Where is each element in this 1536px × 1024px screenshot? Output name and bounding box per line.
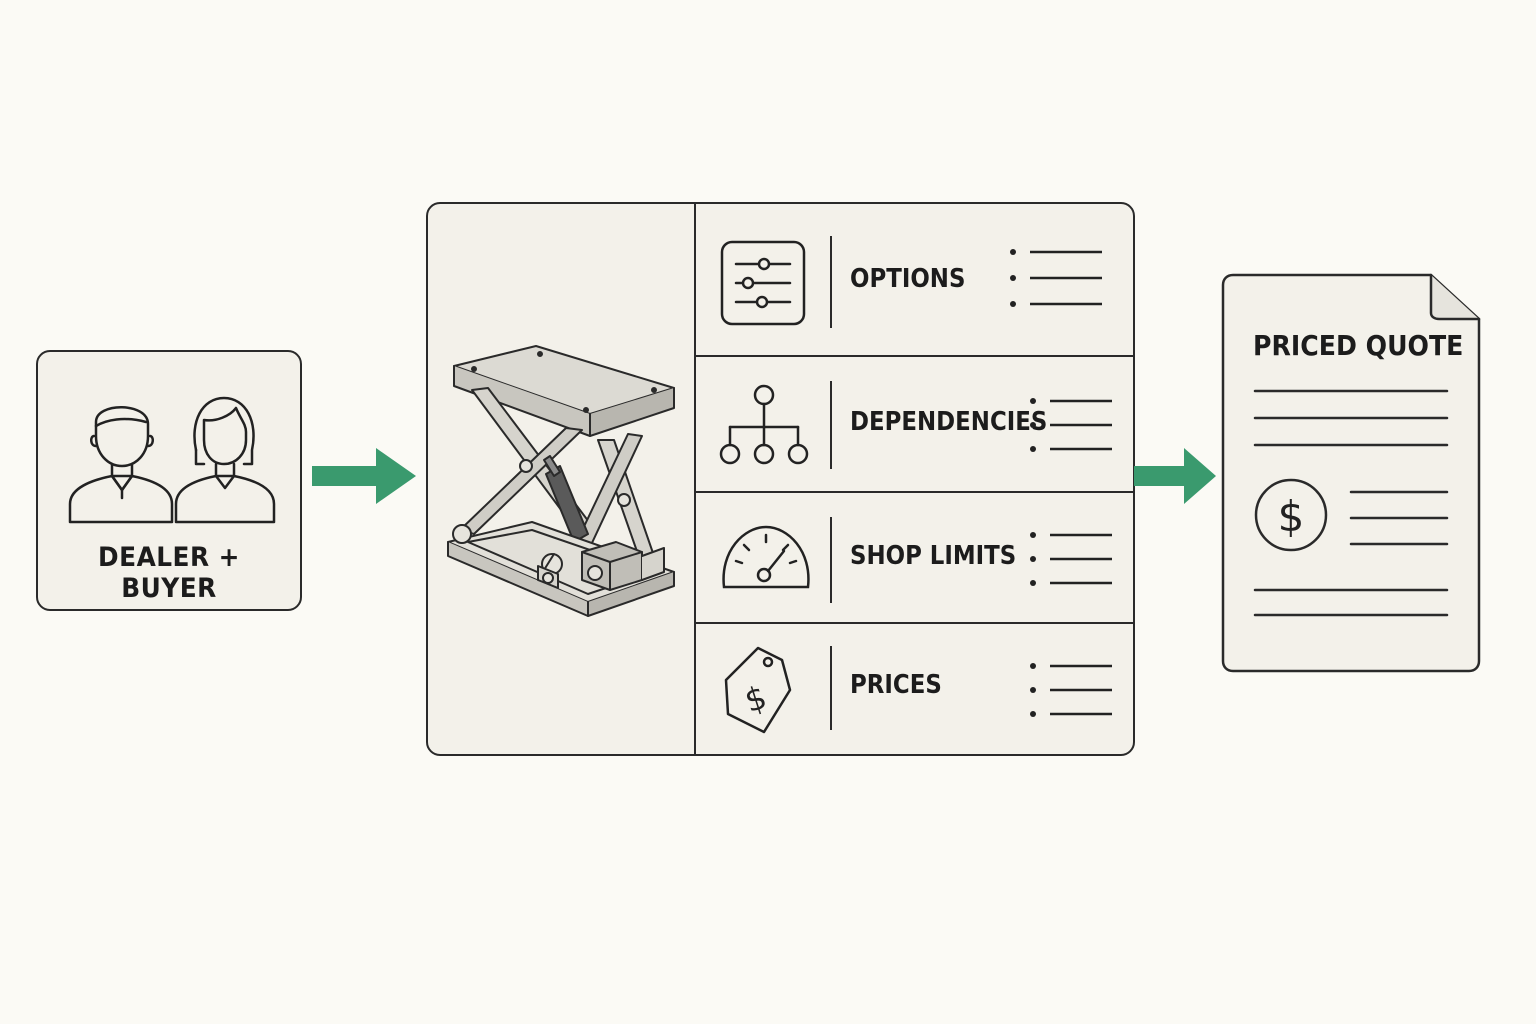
sliders-icon: [720, 240, 806, 326]
person-male-icon: [68, 406, 174, 524]
hierarchy-icon: [719, 384, 809, 465]
configurator-panel: OPTIONS DEPENDENCIES: [426, 202, 1135, 756]
bullet-list-icon: [1030, 663, 1112, 717]
bullet-list-icon: [1030, 532, 1112, 586]
bullet-list-icon: [1030, 398, 1112, 452]
priced-quote-document: $ PRICED QUOTE: [1221, 273, 1481, 675]
panel-divider: [694, 204, 696, 754]
scissor-lift-icon: [447, 345, 675, 617]
prices-row: $ PRICES: [696, 624, 1133, 754]
flow-arrow-icon: [312, 448, 416, 504]
row-separator: [830, 381, 832, 469]
options-row: OPTIONS: [696, 204, 1133, 357]
price-tag-icon: $: [724, 646, 792, 734]
dealer-buyer-label: DEALER + BUYER: [98, 542, 240, 604]
dependencies-row: DEPENDENCIES: [696, 357, 1133, 493]
prices-label: PRICES: [850, 670, 942, 700]
dealer-buyer-box: DEALER + BUYER: [36, 350, 302, 611]
dollar-coin-icon: $: [1254, 478, 1328, 552]
flow-arrow-icon: [1134, 448, 1216, 504]
priced-quote-title: PRICED QUOTE: [1253, 329, 1464, 362]
bullet-list-icon: [1010, 249, 1102, 307]
options-label: OPTIONS: [850, 264, 966, 294]
people-icon: [68, 396, 276, 524]
row-separator: [830, 236, 832, 328]
row-separator: [830, 517, 832, 603]
shop-limits-label: SHOP LIMITS: [850, 541, 1017, 571]
person-female-icon: [174, 396, 276, 524]
dependencies-label: DEPENDENCIES: [850, 407, 1048, 437]
shop-limits-row: SHOP LIMITS: [696, 493, 1133, 624]
gauge-icon: [722, 525, 810, 589]
svg-text:$: $: [740, 678, 771, 720]
svg-text:$: $: [1278, 492, 1305, 541]
document-icon: $: [1221, 273, 1481, 673]
row-separator: [830, 646, 832, 730]
